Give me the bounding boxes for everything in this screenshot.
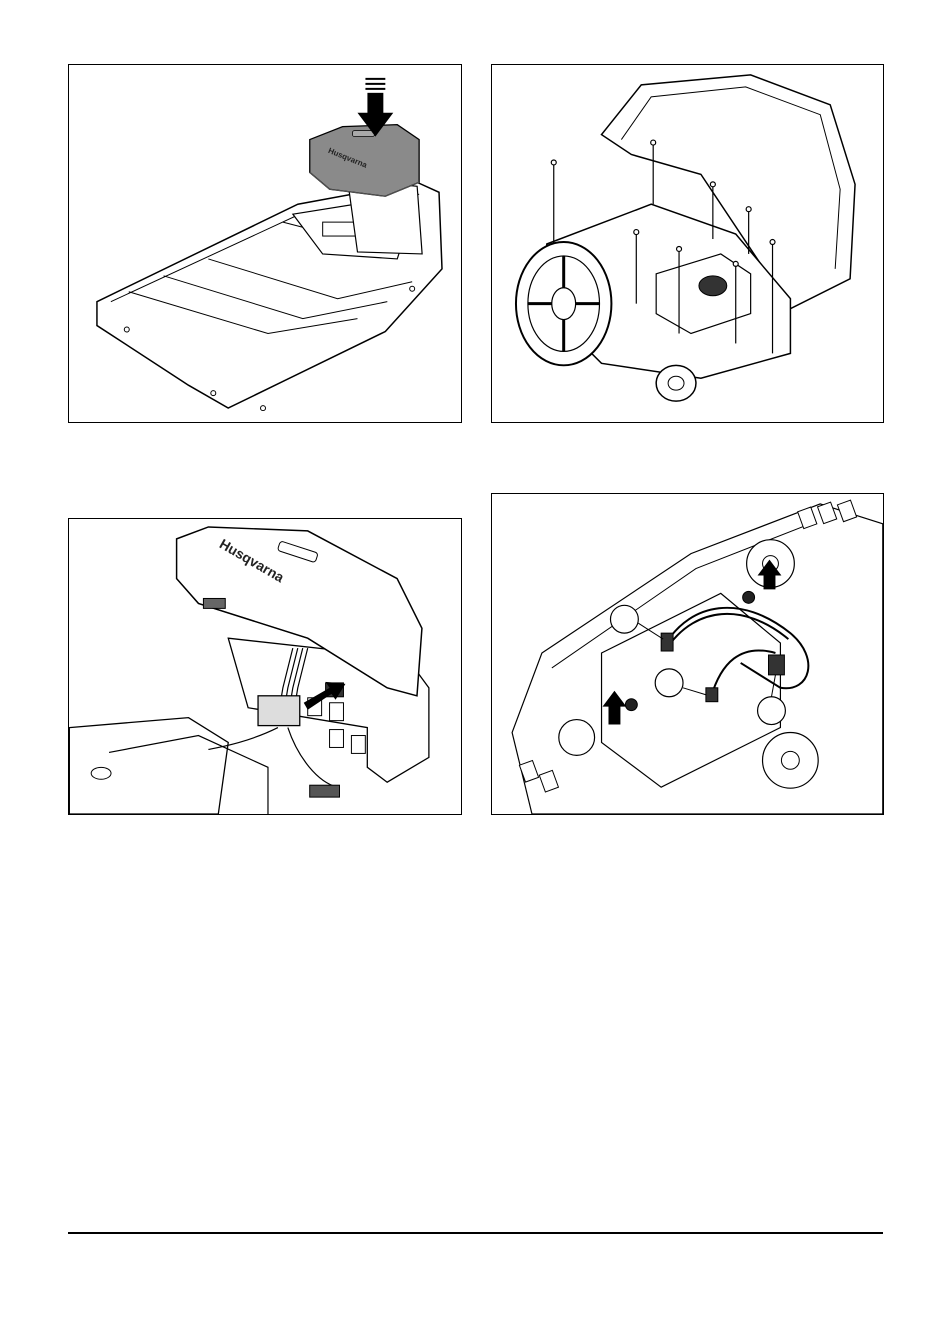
cable-connect-illustration: Husqvarna xyxy=(69,519,461,814)
footer-rule xyxy=(68,1232,883,1234)
figure-cover-install: Husqvarna xyxy=(68,64,462,423)
cover-install-illustration: Husqvarna xyxy=(69,65,461,422)
figure-cable-connect: Husqvarna xyxy=(68,518,462,815)
connector-detail-illustration xyxy=(492,494,883,814)
figure-chassis-screws xyxy=(491,64,884,423)
chassis-screws-illustration xyxy=(492,65,883,422)
figure-connector-detail xyxy=(491,493,884,815)
